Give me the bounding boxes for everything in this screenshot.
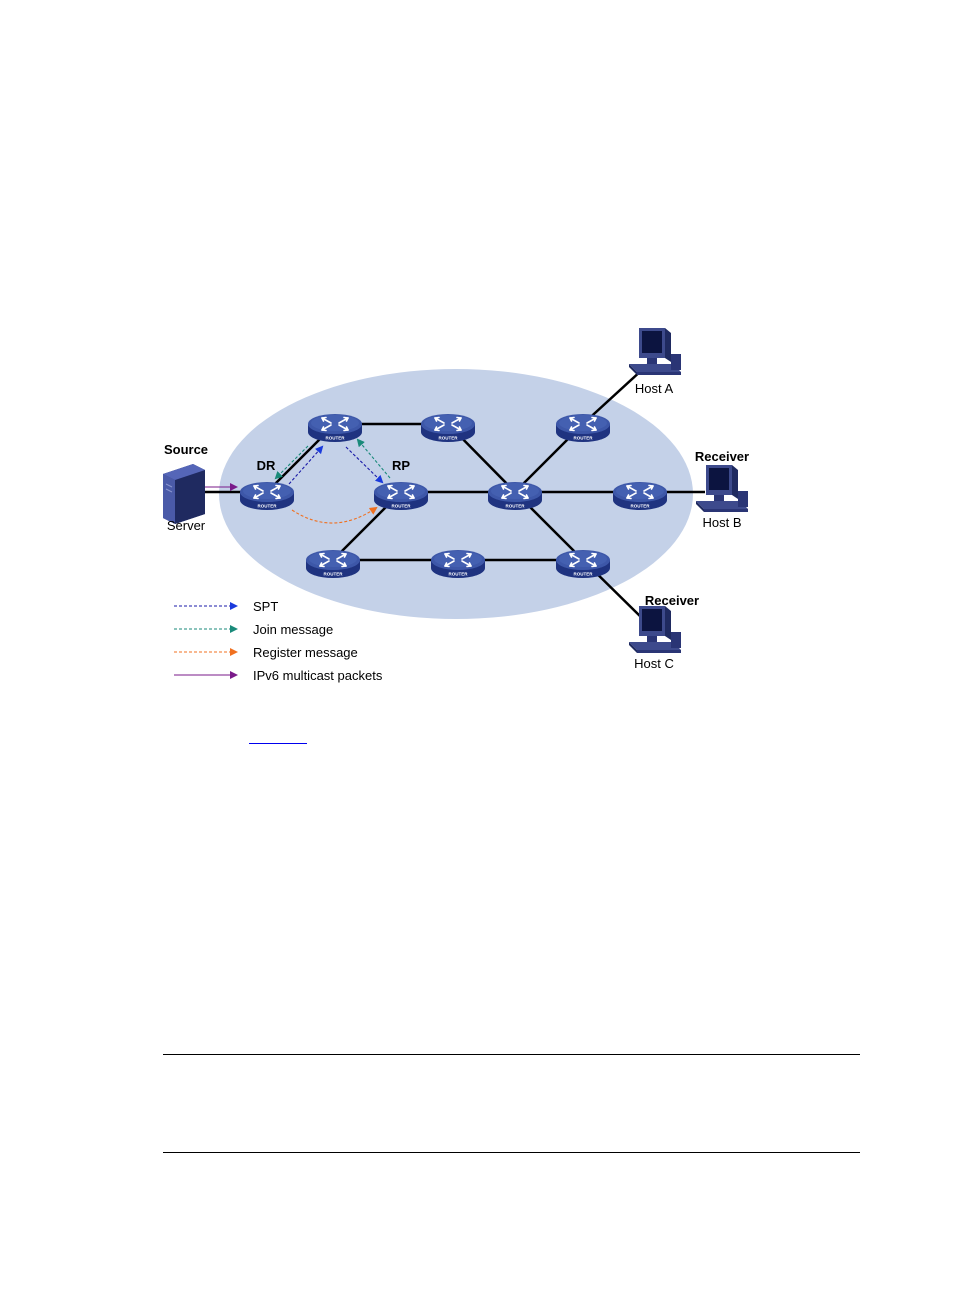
router-bottom-right: ROUTER (555, 549, 611, 579)
svg-text:ROUTER: ROUTER (258, 504, 278, 509)
legend-label-join: Join message (253, 622, 333, 637)
svg-text:ROUTER: ROUTER (506, 504, 526, 509)
source-label: Source (164, 442, 208, 457)
hyperlink-underline[interactable] (249, 743, 307, 744)
legend: SPT Join message Register message IPv6 m… (174, 599, 383, 683)
rp-label: RP (392, 458, 410, 473)
host-a-label: Host A (635, 381, 674, 396)
router-top-center: ROUTER (420, 413, 476, 443)
server-label: Server (167, 518, 206, 533)
server-icon (163, 464, 205, 524)
router-bottom-center: ROUTER (430, 549, 486, 579)
router-bottom-left: ROUTER (305, 549, 361, 579)
host-a-pc-icon (629, 328, 681, 375)
svg-text:ROUTER: ROUTER (324, 572, 344, 577)
svg-text:ROUTER: ROUTER (392, 504, 412, 509)
message-arrows (205, 438, 391, 524)
legend-label-register: Register message (253, 645, 358, 660)
host-b-label: Host B (702, 515, 741, 530)
svg-text:ROUTER: ROUTER (439, 436, 459, 441)
host-c-label: Host C (634, 656, 674, 671)
host-b-pc-icon (696, 465, 748, 512)
svg-text:ROUTER: ROUTER (574, 436, 594, 441)
svg-text:ROUTER: ROUTER (449, 572, 469, 577)
legend-label-multicast: IPv6 multicast packets (253, 668, 383, 683)
svg-text:ROUTER: ROUTER (631, 504, 651, 509)
dr-label: DR (257, 458, 276, 473)
spt-arrow-router-to-rp (345, 446, 384, 484)
router-middle-right: ROUTER (612, 481, 668, 511)
router-top-right: ROUTER (555, 413, 611, 443)
router-rp: ROUTER (373, 481, 429, 511)
receiver-b-label: Receiver (695, 449, 749, 464)
svg-text:ROUTER: ROUTER (574, 572, 594, 577)
svg-text:ROUTER: ROUTER (326, 436, 346, 441)
router-core: ROUTER (487, 481, 543, 511)
router-top-left: ROUTER (307, 413, 363, 443)
divider-bottom (163, 1152, 860, 1153)
join-arrow-to-dr (274, 445, 309, 480)
spt-arrow-dr-to-router (288, 445, 324, 485)
join-arrow-to-router (356, 438, 391, 479)
legend-label-spt: SPT (253, 599, 278, 614)
router-dr: ROUTER (239, 481, 295, 511)
receiver-c-label: Receiver (645, 593, 699, 608)
divider-top (163, 1054, 860, 1055)
